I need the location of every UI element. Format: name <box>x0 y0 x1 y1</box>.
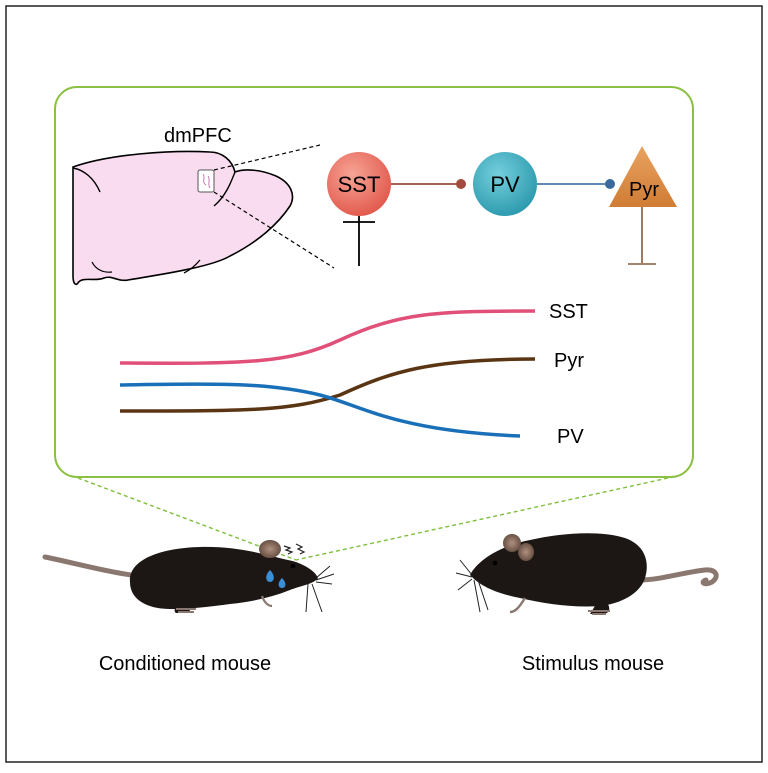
pyr-node-label: Pyr <box>629 179 659 201</box>
brain-region-label: dmPFC <box>164 125 232 147</box>
sst-to-pv-synapse <box>456 179 466 189</box>
stimulus-mouse-whiskers <box>455 559 489 613</box>
conditioned-mouse-hind-paw <box>176 608 196 613</box>
stimulus-mouse-tail <box>637 567 719 587</box>
sst-curve-label: SST <box>549 301 588 323</box>
stimulus-mouse-hind-paw <box>588 610 610 615</box>
pyr-curve-label: Pyr <box>554 350 584 372</box>
stimulus-mouse-ear <box>503 534 521 552</box>
pv-activity-curve <box>119 382 521 438</box>
conditioned-mouse-whiskers <box>305 565 335 613</box>
conditioned-mouse-ear <box>259 540 281 558</box>
trembling-icon <box>283 543 306 555</box>
conditioned-mouse-label: Conditioned mouse <box>99 653 271 675</box>
zoom-panel <box>54 86 694 478</box>
panel-link-right <box>295 477 669 561</box>
pv-node <box>473 152 537 216</box>
tear-icon <box>266 570 274 582</box>
sst-node <box>327 152 391 216</box>
dmpfc-region-box <box>197 169 215 193</box>
cortex-cerebellum-boundary <box>213 171 236 207</box>
activity-curves: SST Pyr PV <box>119 301 588 448</box>
circuit-diagram: SST PV Pyr <box>327 146 677 266</box>
pyr-node <box>609 146 677 207</box>
stimulus-mouse: Stimulus mouse <box>455 533 719 675</box>
stimulus-mouse-ear <box>518 543 534 561</box>
conditioned-mouse-body <box>129 546 318 610</box>
pv-to-pyr-synapse <box>605 179 615 189</box>
stimulus-mouse-eye <box>492 560 498 566</box>
conditioned-mouse-fore-paw <box>260 595 273 608</box>
zoom-line-bottom <box>213 191 335 269</box>
pyr-activity-curve <box>119 357 536 413</box>
pv-node-label: PV <box>490 172 520 197</box>
dmpfc-marker <box>202 173 211 189</box>
stimulus-mouse-label: Stimulus mouse <box>522 653 664 675</box>
sst-node-label: SST <box>338 172 381 197</box>
pv-curve-label: PV <box>557 426 584 448</box>
ventral-line <box>91 261 113 273</box>
brain-outline <box>72 150 294 286</box>
tear-icon <box>278 578 286 588</box>
brain-sagittal-section: dmPFC <box>72 125 335 286</box>
brainstem-line <box>183 259 201 274</box>
conditioned-mouse: Conditioned mouse <box>42 540 335 675</box>
olfactory-fissure <box>72 167 101 193</box>
sst-activity-curve <box>119 309 536 365</box>
panel-link-left <box>77 477 297 561</box>
conditioned-mouse-eye <box>290 563 296 569</box>
stimulus-mouse-fore-paw <box>509 597 527 614</box>
